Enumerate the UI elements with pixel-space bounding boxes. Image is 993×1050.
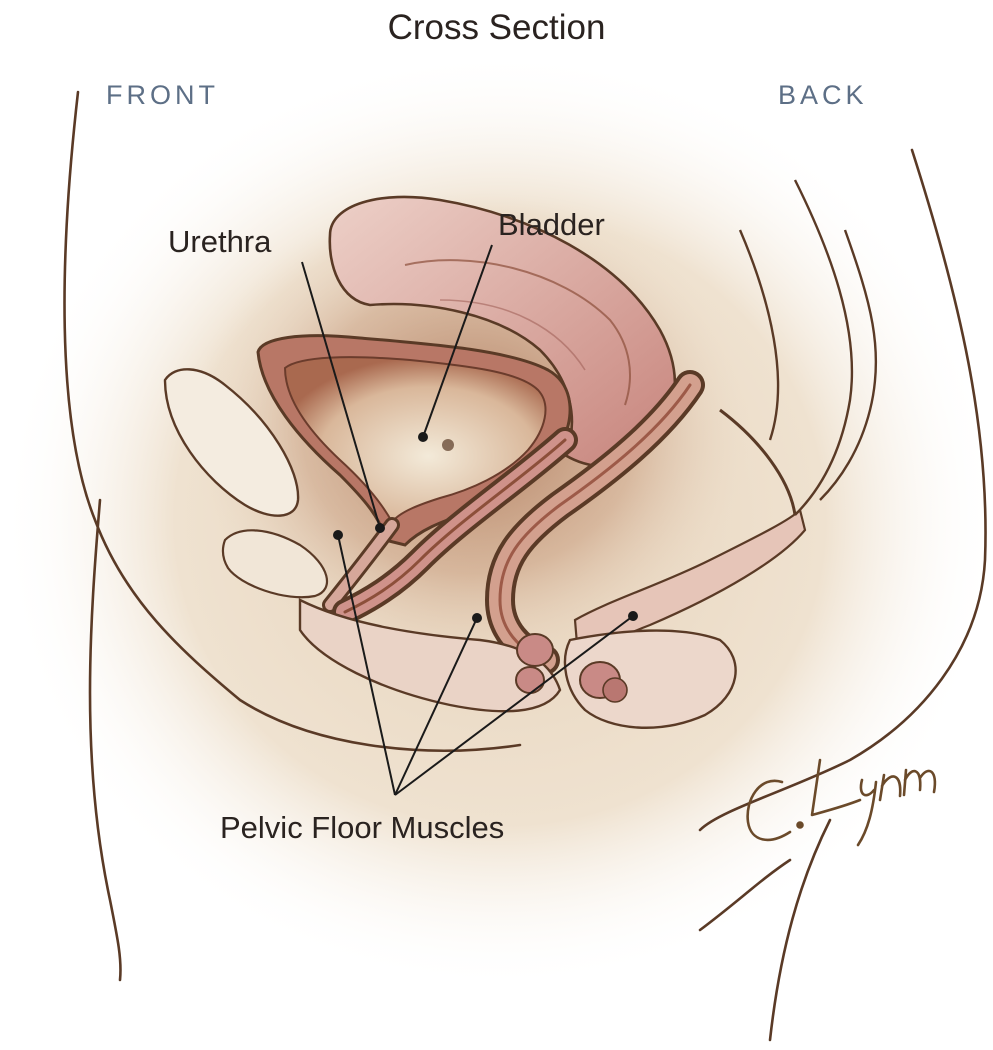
pelvic-floor-pointer-dot-2 [472,613,482,623]
bladder-label: Bladder [498,207,605,243]
pelvic-floor-pointer-dot-1 [333,530,343,540]
bladder-pointer-dot [418,432,428,442]
front-orientation-label: FRONT [106,80,219,111]
pelvic-floor-pointer-dot-3 [628,611,638,621]
pelvic-floor-muscles-label: Pelvic Floor Muscles [220,810,504,846]
urethra-pointer-dot [375,523,385,533]
back-orientation-label: BACK [778,80,868,111]
urethra-label: Urethra [168,224,271,260]
diagram-title: Cross Section [0,8,993,48]
